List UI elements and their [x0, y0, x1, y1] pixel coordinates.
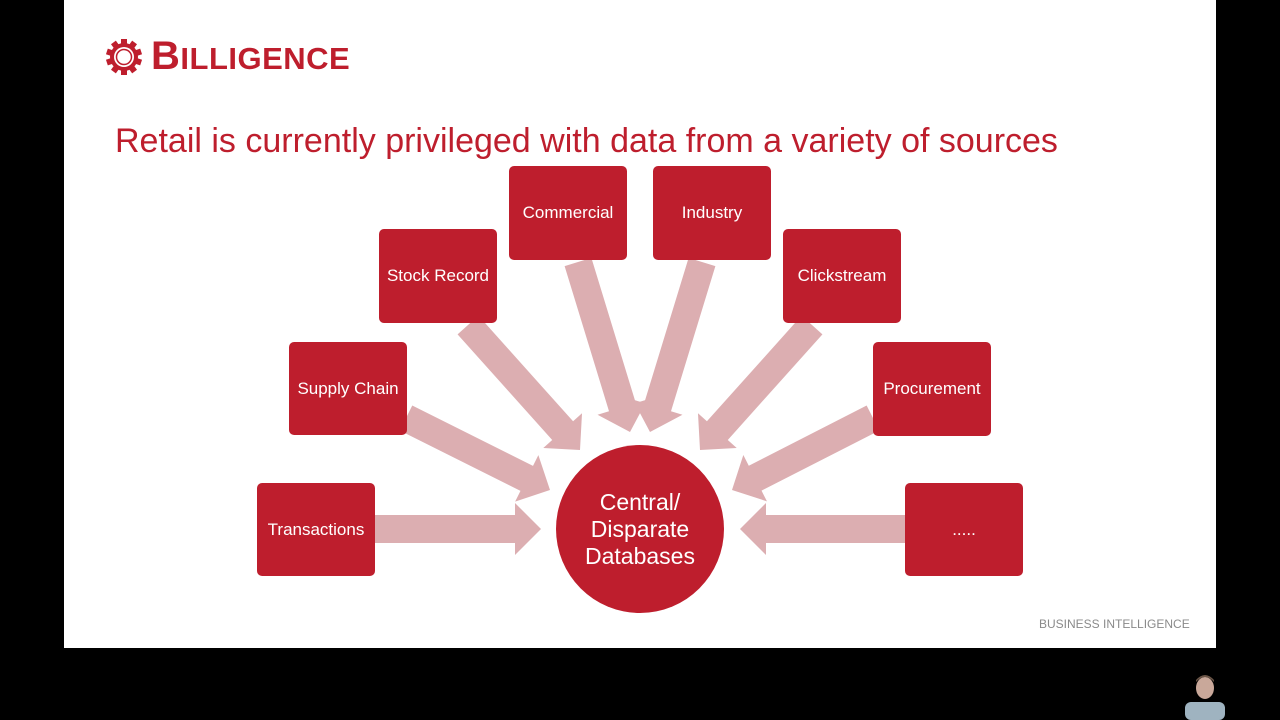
source-stock-record: Stock Record	[379, 229, 497, 323]
source-commercial: Commercial	[509, 166, 627, 260]
presenter-webcam	[1185, 675, 1225, 720]
footer-label: BUSINESS INTELLIGENCE	[1039, 617, 1190, 631]
source-transactions: Transactions	[257, 483, 375, 576]
source-supply-chain: Supply Chain	[289, 342, 407, 435]
arrow-transactions	[375, 503, 541, 555]
arrow-stock-record	[457, 315, 583, 450]
arrow-commercial	[564, 257, 648, 432]
arrow-industry	[632, 257, 716, 432]
arrow-procurement	[732, 405, 880, 502]
gear-icon	[105, 38, 143, 75]
source-more: .....	[905, 483, 1023, 576]
arrow-supply-chain	[399, 405, 550, 502]
slide-title: Retail is currently privileged with data…	[115, 122, 1058, 160]
hub-line-2: Disparate	[590, 515, 690, 542]
hub-line-3: Databases	[585, 542, 695, 569]
arrow-clickstream	[697, 315, 823, 450]
logo: BILLIGENCE	[105, 34, 350, 79]
hub-line-1: Central/	[599, 488, 681, 515]
source-clickstream: Clickstream	[783, 229, 901, 323]
source-procurement: Procurement	[873, 342, 991, 436]
logo-text: BILLIGENCE	[151, 34, 351, 78]
arrow-more	[740, 503, 905, 555]
source-industry: Industry	[653, 166, 771, 260]
